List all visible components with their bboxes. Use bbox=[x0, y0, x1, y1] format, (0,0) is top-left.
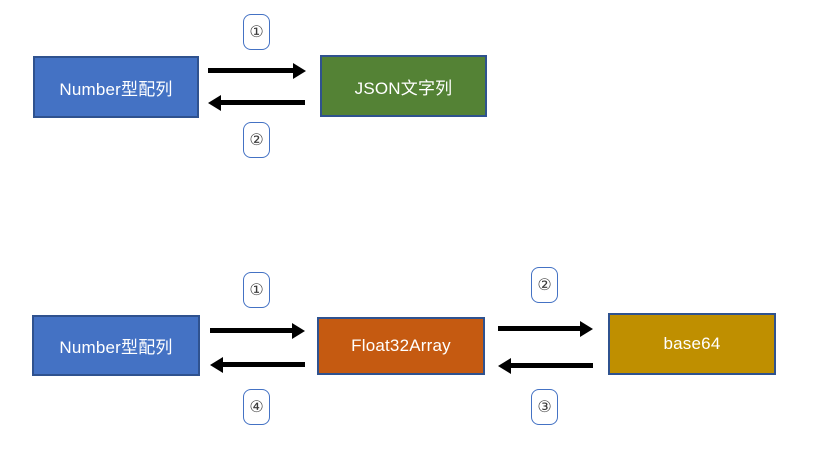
node-float32array: Float32Array bbox=[317, 317, 485, 375]
left-arrow-icon bbox=[511, 363, 593, 368]
node-base64: base64 bbox=[608, 313, 776, 375]
step-badge-2-bottom: ② bbox=[531, 267, 558, 303]
node-number-array-bottom: Number型配列 bbox=[32, 315, 200, 376]
step-badge-4-bottom: ④ bbox=[243, 389, 270, 425]
right-arrow-icon bbox=[208, 68, 293, 73]
left-arrow-icon bbox=[223, 362, 305, 367]
step-badge-3-bottom: ③ bbox=[531, 389, 558, 425]
node-json-string: JSON文字列 bbox=[320, 55, 487, 117]
step-badge-1-bottom: ① bbox=[243, 272, 270, 308]
node-number-array-top: Number型配列 bbox=[33, 56, 199, 118]
left-arrow-icon bbox=[221, 100, 305, 105]
step-badge-2-top: ② bbox=[243, 122, 270, 158]
right-arrow-icon bbox=[210, 328, 292, 333]
step-badge-1-top: ① bbox=[243, 14, 270, 50]
right-arrow-icon bbox=[498, 326, 580, 331]
